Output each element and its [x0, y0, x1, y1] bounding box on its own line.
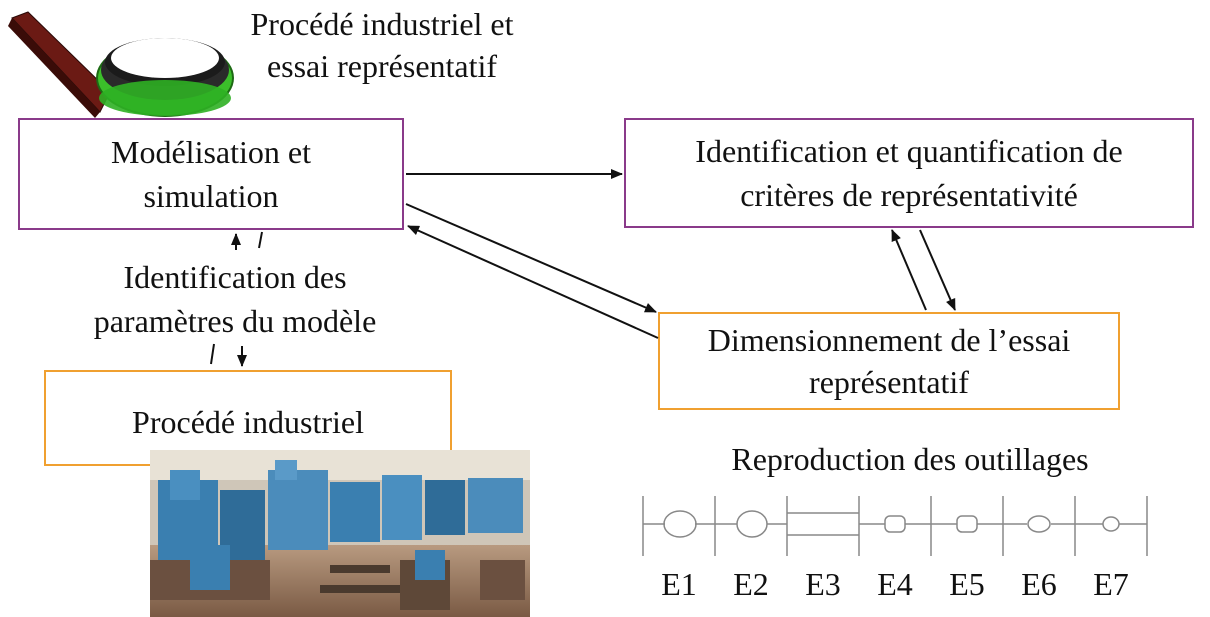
modelisation-line2: simulation [143, 178, 279, 214]
tooling-label-e7: E7 [1093, 566, 1129, 602]
top-label-line1: Procédé industriel et [250, 6, 514, 42]
tooling-label-e2: E2 [733, 566, 769, 602]
dimensionnement-line2: représentatif [809, 364, 969, 400]
dimensionnement-line1: Dimensionnement de l’essai [707, 322, 1071, 358]
procede-line1: Procédé industriel [132, 404, 364, 440]
arrow-modelisation-to-dimensionnement [405, 203, 657, 313]
side-label-line2: paramètres du modèle [93, 303, 377, 339]
dimensionnement-box: Dimensionnement de l’essai représentatif [658, 312, 1120, 410]
modelisation-line1: Modélisation et [111, 134, 311, 170]
tooling-label-e4: E4 [877, 566, 913, 602]
tooling-label-e1: E1 [661, 566, 697, 602]
criteres-line1: Identification et quantification de [695, 133, 1123, 169]
tooling-label-e6: E6 [1021, 566, 1057, 602]
industrial-rolling-mill-photo [150, 450, 530, 617]
arrow-criteres-to-dimensionnement [919, 229, 956, 311]
arrow-dimensionnement-to-modelisation [407, 225, 659, 339]
tooling-title: Reproduction des outillages [731, 441, 1089, 477]
criteres-box: Identification et quantification de crit… [624, 118, 1194, 228]
tooling-label-e3: E3 [805, 566, 841, 602]
arrow-dimensionnement-to-criteres [891, 229, 927, 311]
top-label-line2: essai représentatif [266, 48, 498, 84]
tooling-label-e5: E5 [949, 566, 985, 602]
tick-param-2 [210, 343, 215, 365]
modelisation-box: Modélisation et simulation [18, 118, 404, 230]
side-label-line1: Identification des [123, 259, 347, 295]
tick-param-1 [258, 231, 263, 249]
criteres-line2: critères de représentativité [740, 177, 1078, 213]
